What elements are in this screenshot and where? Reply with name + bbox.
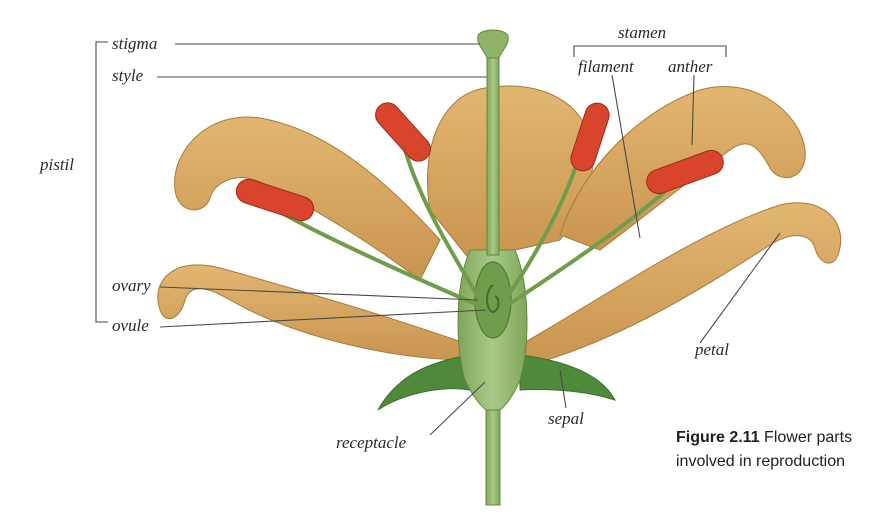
label-stamen: stamen — [618, 23, 666, 42]
caption-title: Flower parts — [764, 429, 852, 446]
figure-number: Figure 2.11 — [676, 429, 760, 446]
label-stigma: stigma — [112, 34, 157, 53]
pistil-bracket — [96, 42, 108, 322]
stigma — [478, 30, 509, 58]
label-sepal: sepal — [548, 409, 584, 428]
label-ovule: ovule — [112, 316, 149, 335]
caption-line-1: Figure 2.11 Flower parts — [676, 426, 894, 450]
label-style: style — [112, 66, 144, 85]
anther-2 — [371, 98, 436, 166]
label-pistil: pistil — [39, 155, 74, 174]
label-receptacle: receptacle — [336, 433, 407, 452]
stamen-bracket — [574, 46, 726, 57]
label-filament: filament — [578, 57, 635, 76]
caption-line-2: involved in reproduction — [676, 450, 894, 474]
stem — [486, 395, 500, 505]
style — [487, 58, 499, 255]
figure-caption: Figure 2.11 Flower parts involved in rep… — [676, 426, 894, 474]
label-petal: petal — [694, 340, 729, 359]
sepal-right — [520, 355, 615, 400]
label-anther: anther — [668, 57, 713, 76]
sepal-left — [378, 355, 470, 410]
label-ovary: ovary — [112, 276, 151, 295]
